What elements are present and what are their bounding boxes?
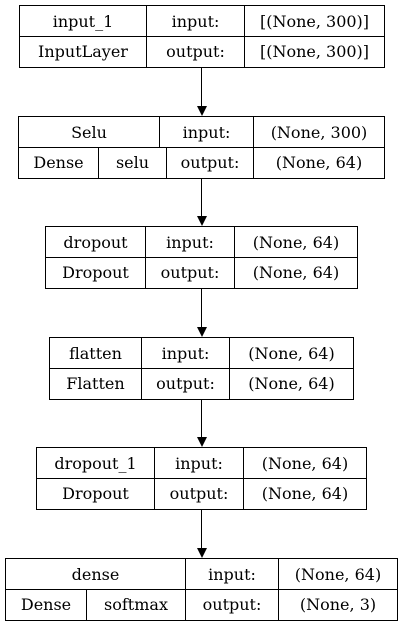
output-shape: (None, 64) [275,152,363,172]
edge-arrow-line [201,400,202,438]
layer-name: dense [6,559,186,590]
output-label: output: [147,36,245,67]
edge-arrow-line [201,68,202,107]
output-shape: (None, 64) [252,262,340,282]
layer-activation: softmax [87,589,186,620]
layer-type: Dropout [37,478,155,509]
input-label: input: [142,338,230,369]
input-label: input: [146,227,235,258]
input-label: input: [147,6,245,37]
input-label: input: [155,448,244,479]
layer-name: dropout [46,227,146,258]
output-shape: (None, 3) [299,594,377,614]
input-shape: [(None, 300)] [259,11,370,31]
output-shape: [(None, 300)] [259,41,370,61]
output-label: output: [142,368,230,399]
edge-arrowhead-icon [197,106,207,116]
input-shape: (None, 64) [261,453,349,473]
edge-arrow-line [201,510,202,549]
output-label: output: [146,257,235,288]
layer-node-flatten: flatten input: (None, 64) Flatten output… [49,337,354,400]
layer-name: input_1 [20,6,147,37]
layer-type: Dense [6,589,87,620]
input-label: input: [160,117,254,148]
input-shape: (None, 64) [252,232,340,252]
layer-name: flatten [50,338,142,369]
output-shape: (None, 64) [261,483,349,503]
edge-arrowhead-icon [197,548,207,558]
input-label: input: [186,559,279,590]
output-label: output: [155,478,244,509]
layer-activation: selu [99,147,167,178]
layer-type: Dropout [46,257,146,288]
layer-node-dense: dense input: (None, 64) Dense softmax ou… [5,558,398,621]
edge-arrowhead-icon [197,437,207,447]
edge-arrowhead-icon [197,327,207,337]
input-shape: (None, 300) [270,122,368,142]
layer-name: dropout_1 [37,448,155,479]
layer-node-input-1: input_1 input: [(None, 300)] InputLayer … [19,5,385,68]
edge-arrowhead-icon [197,216,207,226]
edge-arrow-line [201,179,202,217]
layer-node-dropout: dropout input: (None, 64) Dropout output… [45,226,358,289]
layer-name: Selu [19,117,160,148]
layer-type: InputLayer [20,36,147,67]
input-shape: (None, 64) [294,564,382,584]
edge-arrow-line [201,289,202,328]
layer-node-selu: Selu input: (None, 300) Dense selu outpu… [18,116,385,179]
layer-type: Dense [19,147,99,178]
output-label: output: [167,147,254,178]
input-shape: (None, 64) [248,343,335,363]
layer-type: Flatten [50,368,142,399]
layer-node-dropout-1: dropout_1 input: (None, 64) Dropout outp… [36,447,367,510]
output-shape: (None, 64) [248,373,335,393]
output-label: output: [186,589,279,620]
